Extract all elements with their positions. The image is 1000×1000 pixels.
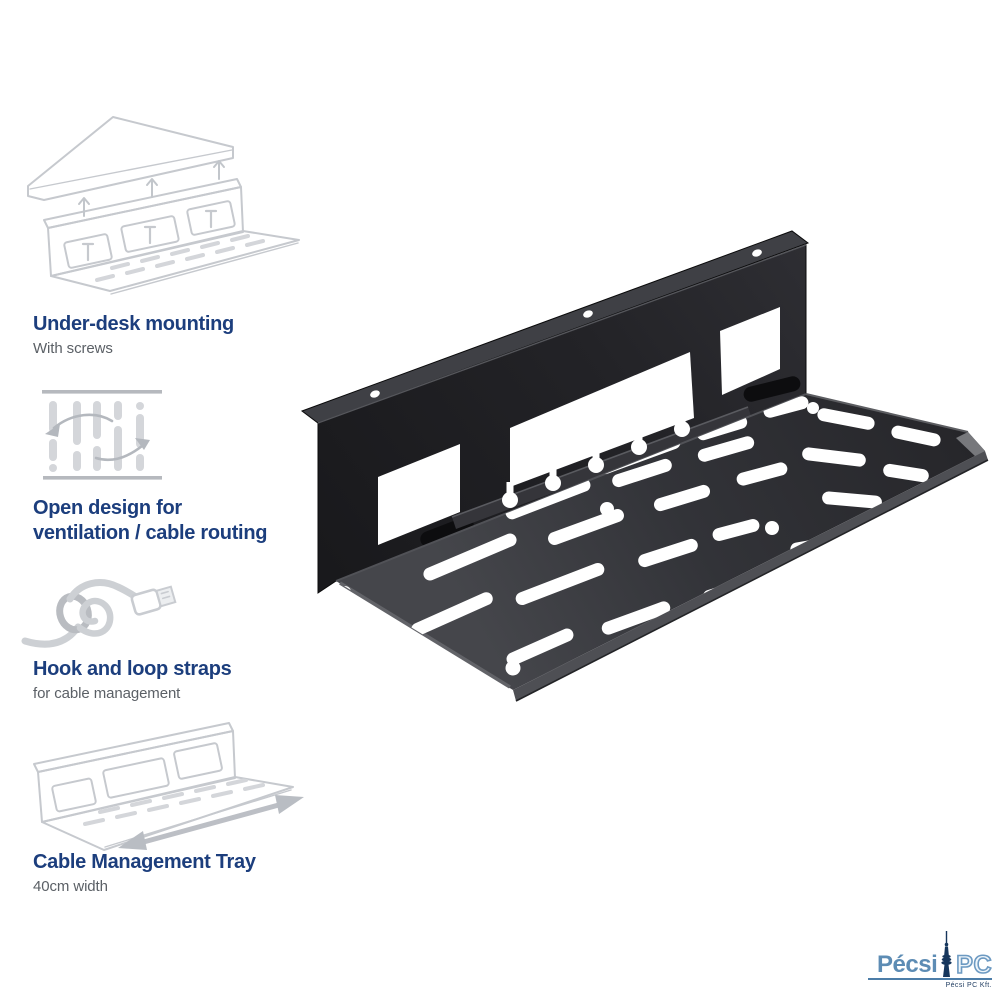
desk-top-drawing (27, 116, 234, 201)
width-arrow (118, 795, 304, 850)
under-desk-mounting-icon (27, 116, 300, 295)
tray-floor (336, 394, 985, 690)
feature-subtitle: 40cm width (33, 878, 108, 895)
feature-subtitle: for cable management (33, 685, 181, 702)
brand-name-left: Pécsi (877, 951, 938, 978)
screw-glyphs (81, 209, 218, 262)
brand-logo: Pécsi PC Pécsi PC Kft. (868, 931, 992, 989)
feature-under-desk-mounting: Under-desk mounting With screws (33, 312, 234, 358)
tray-top-flange (300, 230, 810, 424)
feature-title: Cable Management Tray (33, 851, 256, 873)
ventilation-slots-icon (42, 390, 162, 480)
tv-tower-icon (941, 931, 952, 977)
cable-notches (502, 411, 690, 508)
up-arrows (78, 160, 225, 217)
brand-logo-row: Pécsi PC (868, 931, 992, 980)
feature-title-line1: Open design for (33, 497, 182, 519)
brand-caption: Pécsi PC Kft. (945, 982, 992, 989)
feature-hook-loop-straps: Hook and loop straps for cable managemen… (33, 657, 232, 703)
right-lip (956, 432, 985, 457)
wall-cutouts (378, 307, 780, 545)
front-hem (513, 451, 988, 701)
feature-title-line2: ventilation / cable routing (33, 522, 268, 544)
brand-name-right: PC (955, 951, 992, 979)
feature-title: Under-desk mounting (33, 313, 234, 335)
feature-title: Hook and loop straps (33, 658, 232, 680)
tray-width-icon (33, 722, 304, 851)
usb-connector-glyph (130, 585, 177, 616)
feature-subtitle: With screws (33, 340, 113, 357)
cable-strap-icon (21, 579, 177, 648)
product-photo-tray (300, 230, 989, 702)
routing-arrows (52, 413, 144, 462)
feature-open-design: Open design for ventilation / cable rout… (33, 496, 267, 546)
feature-tray-width: Cable Management Tray 40cm width (33, 850, 256, 896)
